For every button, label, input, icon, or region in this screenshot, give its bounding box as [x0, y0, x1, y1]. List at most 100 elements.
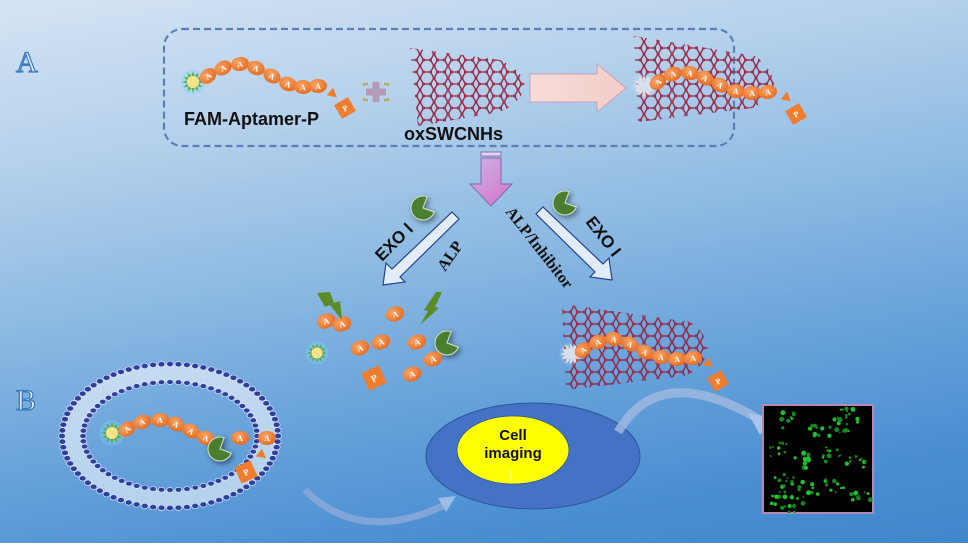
nucleotide-bead: A	[279, 76, 297, 92]
svg-text:A: A	[715, 80, 725, 91]
svg-text:A: A	[315, 82, 322, 91]
cell-dot	[785, 480, 788, 483]
svg-text:A: A	[578, 345, 588, 356]
nucleotide-bead: A	[263, 68, 281, 84]
nucleotide-bead: A	[316, 313, 336, 329]
nanomaterial-label: oxSWCNHs	[404, 124, 504, 144]
svg-text:A: A	[640, 347, 650, 358]
cell-dot	[853, 490, 859, 496]
cell-dot	[826, 449, 830, 453]
cell-dot	[862, 465, 865, 469]
cell-dot	[798, 484, 801, 487]
svg-text:P: P	[341, 103, 350, 113]
nucleotide-bead: A	[605, 331, 623, 347]
cell-dot	[835, 482, 840, 486]
nucleotide-bead: A	[231, 56, 249, 72]
svg-text:A: A	[594, 337, 603, 348]
cell-dot	[823, 459, 828, 464]
cell-dot	[837, 455, 840, 458]
nucleotide-bead: A	[167, 416, 185, 432]
cell-dot	[848, 456, 852, 460]
panel-label-a: A	[15, 45, 38, 79]
nucleotide-bead: A	[684, 350, 702, 366]
cell-dot	[802, 496, 805, 498]
nucleotide-bead: A	[652, 349, 670, 365]
cell-dot	[849, 460, 852, 463]
svg-text:A: A	[377, 337, 386, 348]
phosphate-icon: P	[234, 460, 258, 484]
cell-dot	[805, 490, 812, 496]
cell-dot	[786, 477, 789, 480]
cell-dot	[850, 497, 855, 502]
cell-dot	[855, 420, 860, 424]
linker-icon	[326, 87, 337, 98]
cell-dot	[771, 494, 774, 498]
svg-text:A: A	[171, 419, 181, 430]
cell-dot	[855, 496, 858, 499]
cell-dot	[784, 505, 787, 508]
cell-dot	[820, 426, 825, 431]
cell-dot	[794, 512, 797, 513]
cell-dot	[866, 492, 870, 496]
fam-quenched-icon	[631, 73, 657, 99]
cell-dot	[786, 418, 791, 423]
nucleotide-bead: A	[151, 413, 169, 427]
svg-text:A: A	[218, 63, 228, 74]
cell-dot	[844, 416, 848, 419]
nucleotide-bead: A	[385, 306, 405, 322]
cell-dot	[785, 443, 788, 446]
nucleotide-bead: A	[309, 78, 327, 94]
cell-dot	[773, 502, 777, 506]
nucleotide-bead: A	[759, 84, 777, 100]
cell-dot	[777, 478, 782, 483]
nucleotide-bead: A	[743, 85, 761, 101]
cell-dot	[780, 505, 785, 510]
cell-dot	[842, 486, 846, 490]
cell-imaging-label-2: imaging	[484, 445, 542, 462]
cell-dot	[782, 484, 786, 488]
cell-dot	[810, 482, 815, 487]
cell-dot	[860, 457, 863, 460]
cell-dot	[847, 412, 851, 416]
nucleotide-bead: A	[589, 334, 607, 350]
nucleotide-bead: A	[574, 342, 592, 358]
cell-dot	[837, 417, 843, 423]
section-a-box	[162, 27, 736, 148]
linker-icon	[255, 448, 266, 459]
cell-dot	[778, 441, 782, 445]
curved-arrow-to-cell	[302, 487, 447, 526]
panel-label-b: B	[15, 383, 37, 417]
cell-dot	[800, 501, 806, 506]
probe-label: FAM-Aptamer-P	[184, 109, 320, 129]
nucleotide-bead: A	[402, 366, 422, 382]
svg-text:A: A	[674, 355, 681, 364]
enzyme-icon	[410, 195, 435, 221]
cell-dot	[817, 433, 821, 438]
cell-dot	[800, 479, 805, 485]
phosphate-free-icon: P	[361, 365, 387, 391]
nucleotide-bead: A	[332, 316, 352, 332]
lightning-icon-right	[420, 292, 442, 325]
cell-dot	[793, 503, 796, 506]
svg-text:A: A	[236, 60, 243, 70]
cell-dot	[812, 423, 817, 428]
cell-dot	[811, 486, 815, 490]
cell-dot	[849, 492, 854, 497]
cell-dot	[789, 495, 795, 500]
cell-dot	[863, 460, 867, 464]
svg-text:A: A	[749, 89, 756, 98]
cell-dot	[782, 472, 786, 477]
cell-dot	[769, 455, 772, 458]
cell-dot	[845, 414, 848, 417]
svg-text:A: A	[322, 316, 331, 327]
svg-text:A: A	[669, 69, 678, 80]
svg-text:A: A	[267, 71, 277, 82]
enzyme-icon	[552, 190, 577, 216]
cell-dot	[845, 461, 849, 466]
plus-icon	[363, 82, 389, 102]
fam-icon	[180, 69, 206, 95]
cell-dot	[802, 456, 808, 462]
